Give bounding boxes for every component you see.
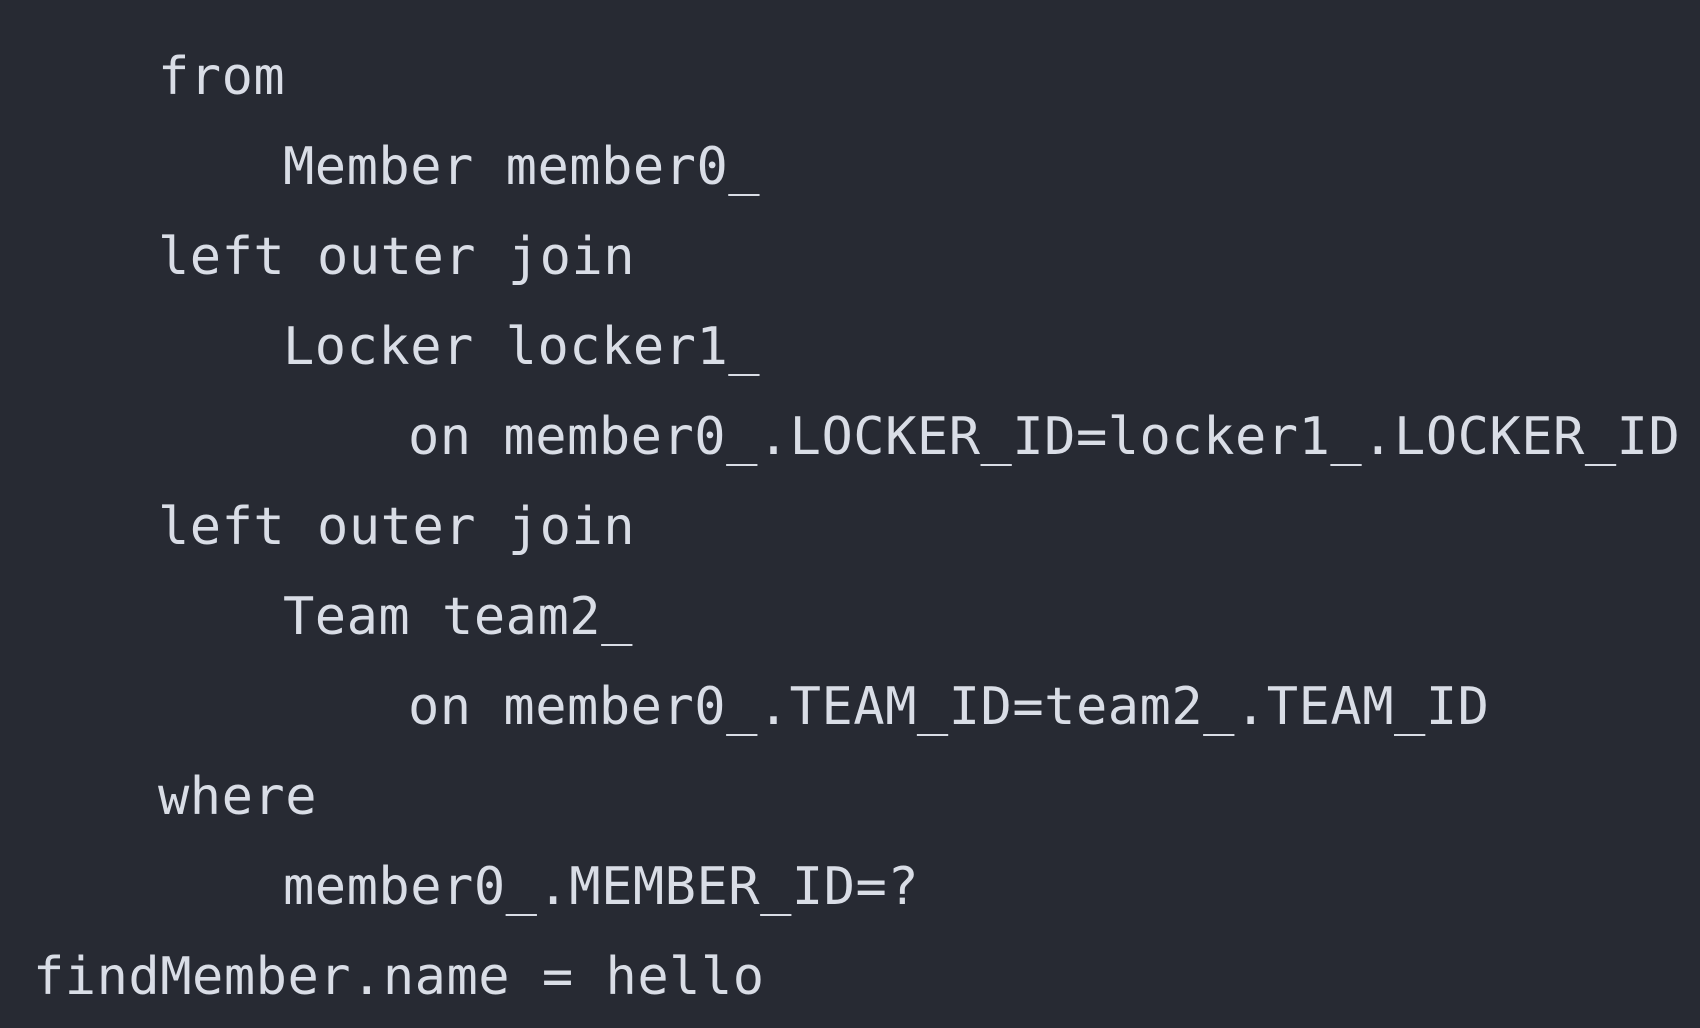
console-line: left outer join [158, 497, 636, 557]
console-line: left outer join [158, 227, 636, 287]
console-line: on member0_.LOCKER_ID=locker1_.LOCKER_ID [408, 407, 1681, 467]
console-line: member0_.MEMBER_ID=? [283, 857, 920, 917]
console-line: Team team2_ [283, 587, 633, 647]
console-line: from [158, 47, 286, 107]
console-line: where [158, 767, 318, 827]
console-line: findMember.name = hello [33, 947, 765, 1007]
console-line: team2_.name as name3_3_2_ [285, 0, 1080, 14]
console-line: Locker locker1_ [283, 317, 761, 377]
console-line: on member0_.TEAM_ID=team2_.TEAM_ID [408, 677, 1490, 737]
console-line: Member member0_ [283, 137, 761, 197]
